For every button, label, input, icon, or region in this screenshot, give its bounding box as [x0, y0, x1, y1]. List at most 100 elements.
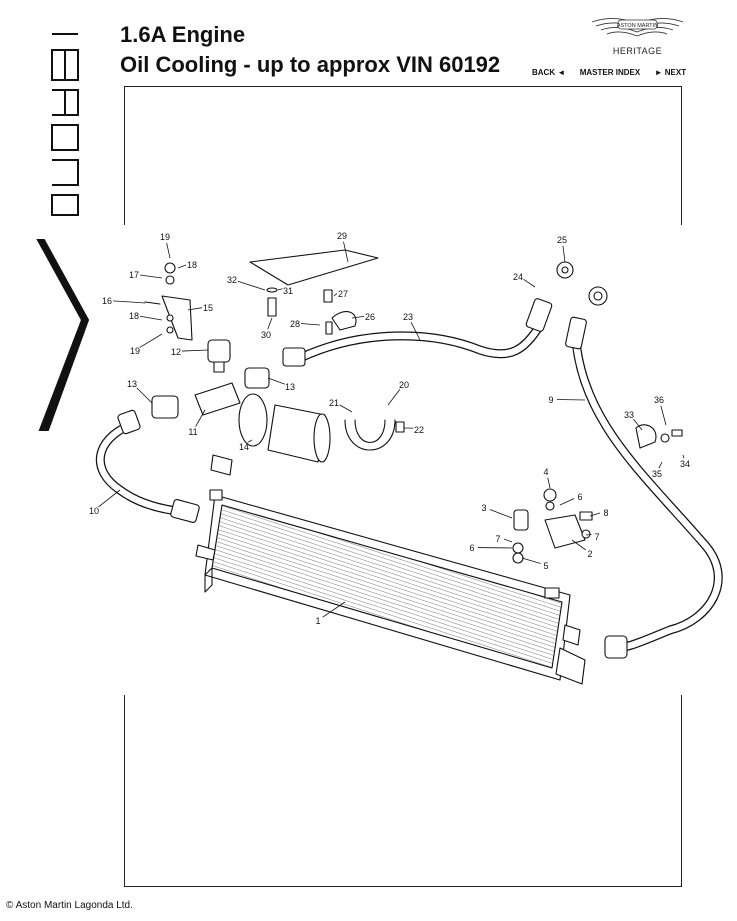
callout-leader-31	[277, 288, 283, 291]
callout-leader-35	[658, 461, 663, 469]
part-callout-20: 20	[399, 380, 409, 390]
part-callout-29: 29	[337, 231, 347, 241]
callout-leader-4	[547, 477, 551, 489]
part-callout-34: 34	[680, 459, 690, 469]
callout-leader-9	[556, 399, 586, 401]
callout-leader-30	[267, 317, 273, 330]
callout-leader-13	[267, 377, 285, 385]
callout-leader-29	[343, 241, 349, 263]
upper-oil-hose	[282, 261, 574, 367]
frame-gap-right	[676, 225, 690, 695]
page-subtitle: Oil Cooling - up to approx VIN 60192	[120, 52, 501, 77]
frame-gap-left	[118, 225, 132, 695]
callout-leader-24	[523, 278, 536, 288]
callout-leader-34	[682, 454, 685, 459]
part-callout-7: 7	[594, 532, 599, 542]
part-callout-13: 13	[127, 379, 137, 389]
virage-logo	[30, 20, 90, 440]
filter-strap	[344, 419, 405, 451]
callout-leader-36	[660, 405, 667, 426]
part-callout-13: 13	[285, 382, 295, 392]
callout-leader-23	[410, 321, 421, 341]
part-callout-36: 36	[654, 395, 664, 405]
oil-thermostat-adaptor	[151, 367, 270, 419]
mounting-bracket-left	[144, 262, 193, 341]
callout-leader-8	[589, 512, 601, 517]
part-callout-30: 30	[261, 330, 271, 340]
part-callout-26: 26	[365, 312, 375, 322]
part-callout-1: 1	[315, 616, 320, 626]
callout-leader-2	[571, 539, 586, 551]
callout-leader-11	[195, 409, 206, 427]
part-callout-4: 4	[543, 467, 548, 477]
cooler-mounting-hardware	[512, 488, 593, 564]
callout-leader-17	[139, 274, 163, 279]
callout-leader-20	[387, 389, 401, 406]
heat-shield	[249, 249, 379, 286]
oil-filter-assembly	[210, 393, 331, 476]
hose-clip-right	[635, 424, 683, 449]
part-callout-3: 3	[481, 503, 486, 513]
part-callout-28: 28	[290, 319, 300, 329]
part-callout-35: 35	[652, 469, 662, 479]
next-link[interactable]: ► NEXT	[654, 68, 687, 77]
part-callout-24: 24	[513, 272, 523, 282]
callout-leader-33	[633, 418, 643, 431]
heritage-label: HERITAGE	[612, 46, 663, 56]
callout-leader-5	[521, 557, 541, 564]
part-callout-25: 25	[557, 235, 567, 245]
callout-leader-19	[139, 333, 163, 348]
part-callout-17: 17	[129, 270, 139, 280]
callout-leader-1	[322, 601, 346, 618]
part-callout-2: 2	[587, 549, 592, 559]
left-oil-hose	[95, 409, 200, 523]
part-callout-16: 16	[102, 296, 112, 306]
part-callout-9: 9	[548, 395, 553, 405]
callout-leader-16	[112, 300, 146, 304]
callout-leader-19	[166, 242, 171, 259]
part-callout-18: 18	[187, 260, 197, 270]
part-callout-7: 7	[495, 534, 500, 544]
callout-leader-10	[98, 489, 121, 508]
part-callout-19: 19	[160, 232, 170, 242]
callout-leader-12	[181, 349, 209, 352]
part-callout-12: 12	[171, 347, 181, 357]
part-callout-23: 23	[403, 312, 413, 322]
part-callout-14: 14	[239, 442, 249, 452]
part-callout-11: 11	[188, 427, 197, 437]
oil-pressure-sender	[207, 339, 231, 373]
right-oil-hose	[565, 286, 723, 659]
brand-badge-text: ASTON MARTIN	[617, 23, 658, 29]
part-callout-31: 31	[283, 286, 293, 296]
callout-leader-26	[351, 315, 365, 319]
callout-leader-18	[177, 264, 187, 269]
callout-leader-32	[237, 280, 266, 291]
part-callout-8: 8	[603, 508, 608, 518]
part-callout-5: 5	[543, 561, 548, 571]
part-callout-6: 6	[577, 492, 582, 502]
oil-cooler-radiator	[195, 489, 586, 685]
part-callout-15: 15	[203, 303, 213, 313]
part-callout-21: 21	[329, 398, 339, 408]
callout-leader-27	[333, 293, 338, 297]
part-callout-19: 19	[130, 346, 140, 356]
callout-leader-18	[139, 315, 163, 321]
part-callout-10: 10	[89, 506, 99, 516]
part-callout-18: 18	[129, 311, 139, 321]
part-callout-32: 32	[227, 275, 237, 285]
copyright-notice: © Aston Martin Lagonda Ltd.	[6, 900, 133, 911]
callout-leader-3	[489, 509, 513, 519]
callout-leader-6	[559, 498, 575, 506]
part-callout-6: 6	[469, 543, 474, 553]
callout-leader-7	[503, 538, 513, 543]
navigation-bar: BACK ◄ MASTER INDEX ► NEXT	[532, 68, 686, 77]
callout-leader-13	[136, 387, 153, 404]
callout-leader-21	[339, 404, 353, 413]
part-callout-27: 27	[338, 289, 348, 299]
master-index-link[interactable]: MASTER INDEX	[579, 68, 641, 77]
callout-leader-14	[247, 439, 253, 443]
part-callout-22: 22	[414, 425, 424, 435]
callout-leader-25	[562, 245, 566, 263]
back-link[interactable]: BACK ◄	[532, 68, 566, 77]
